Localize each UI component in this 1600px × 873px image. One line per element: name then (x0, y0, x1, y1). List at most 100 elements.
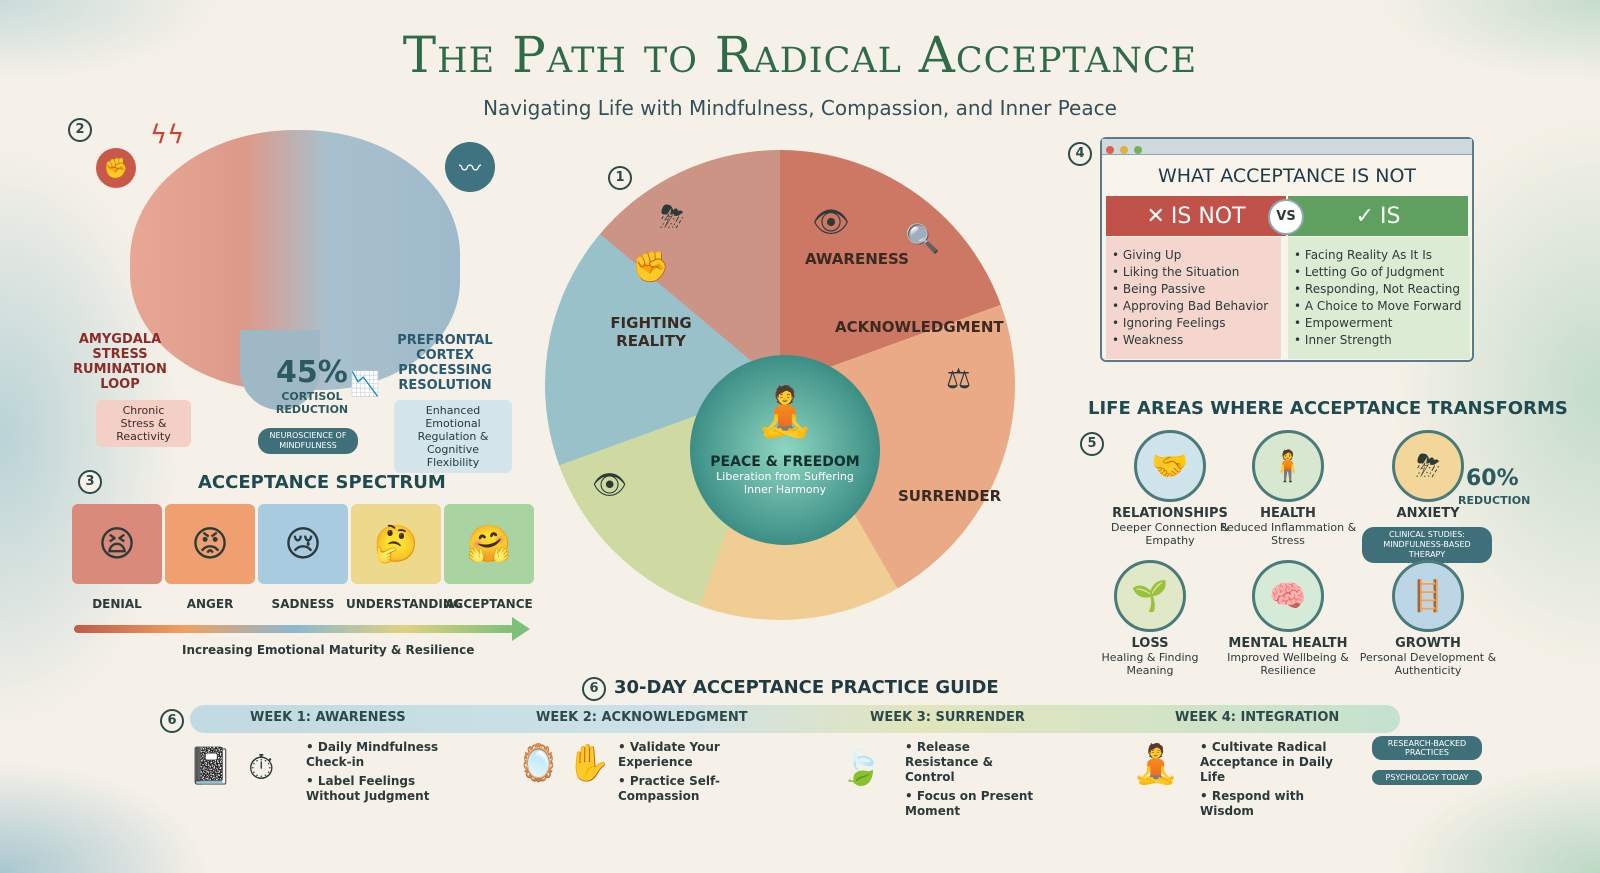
stage-acknowledgment: ACKNOWLEDGMENT (835, 318, 1004, 336)
amygdala-label: AMYGDALA STRESS RUMINATION LOOP (73, 332, 167, 392)
area-title: ANXIETY (1396, 506, 1460, 521)
section-number: 2 (68, 118, 92, 142)
research-backed-badge: RESEARCH-BACKED PRACTICES (1372, 736, 1482, 760)
list-item: Focus on Present Moment (905, 789, 1045, 819)
week-2-title: WEEK 2: ACKNOWLEDGMENT (536, 710, 748, 725)
peace-center: 🧘 PEACE & FREEDOM Liberation from Suffer… (690, 355, 880, 545)
fist-icon: ✊ (632, 250, 670, 285)
eye-icon: 👁 (812, 205, 851, 240)
area-desc: Deeper Connection & Empathy (1110, 521, 1230, 547)
x-icon: ✕ (1146, 203, 1165, 229)
area-title: LOSS (1131, 636, 1169, 651)
vs-badge: VS (1268, 199, 1304, 235)
is-not-list: Giving Up Liking the Situation Being Pas… (1106, 237, 1281, 359)
storm-person-icon: ⛈ (1392, 430, 1464, 502)
is-header: ✓IS (1288, 196, 1468, 236)
section-number: 6 (160, 709, 184, 733)
decline-chart-icon: 📉 (350, 370, 380, 398)
area-title: HEALTH (1260, 506, 1316, 521)
mirror-icon: 🪞 (516, 743, 561, 784)
eye-icon: 👁 (592, 468, 628, 501)
comparison-window: WHAT ACCEPTANCE IS NOT ✕IS NOT ✓IS VS Gi… (1100, 137, 1474, 362)
person-icon: 🧍 (1252, 430, 1324, 502)
stress-fist-icon: ✊ (96, 148, 136, 188)
list-item: Facing Reality As It Is (1294, 247, 1464, 264)
spectrum-anger-icon: 😡 (165, 504, 255, 584)
spectrum-label: ANGER (186, 597, 234, 611)
arrow-head-icon (512, 617, 530, 641)
sprout-icon: 🌱 (1114, 560, 1186, 632)
maturity-gradient-bar (74, 625, 514, 633)
prefrontal-label: PREFRONTAL CORTEX PROCESSING RESOLUTION (397, 333, 493, 393)
list-item: Empowerment (1294, 315, 1464, 332)
guide-title: 30-DAY ACCEPTANCE PRACTICE GUIDE (614, 677, 999, 698)
area-desc: Personal Development & Authenticity (1359, 651, 1497, 677)
brain-leaf-icon: 🧠 (1252, 560, 1324, 632)
spectrum-acceptance-icon: 🤗 (444, 504, 534, 584)
anxiety-stat-label: REDUCTION (1458, 494, 1531, 507)
list-item: Giving Up (1112, 247, 1275, 264)
stopwatch-icon: ⏱ (248, 748, 275, 788)
week-4-list: Cultivate Radical Acceptance in Daily Li… (1200, 740, 1360, 823)
magnifier-icon: 🔍 (905, 222, 940, 255)
meditation-icon: 🧘 (1132, 742, 1180, 786)
center-subtitle: Inner Harmony (743, 483, 827, 496)
window-titlebar (1102, 139, 1472, 155)
neuroscience-badge: NEUROSCIENCE OF MINDFULNESS (258, 428, 358, 454)
list-item: Release Resistance & Control (905, 740, 1045, 785)
spectrum-sadness-icon: 😢 (258, 504, 348, 584)
spectrum-label: ACCEPTANCE (445, 597, 533, 611)
page-subtitle: Navigating Life with Mindfulness, Compas… (483, 96, 1117, 120)
week-2-list: Validate Your ExperiencePractice Self-Co… (618, 740, 748, 808)
cortisol-stat: 45% (276, 355, 348, 390)
scales-icon: ⚖ (946, 362, 972, 395)
spectrum-label: SADNESS (271, 597, 335, 611)
spectrum-label: UNDERSTANDING (346, 597, 463, 611)
area-title: GROWTH (1395, 636, 1461, 651)
area-title: MENTAL HEALTH (1228, 636, 1348, 651)
week-3-list: Release Resistance & ControlFocus on Pre… (905, 740, 1045, 823)
list-item: A Choice to Move Forward (1294, 298, 1464, 315)
list-item: Being Passive (1112, 281, 1275, 298)
life-areas-title: LIFE AREAS WHERE ACCEPTANCE TRANSFORMS (1088, 398, 1568, 419)
hand-icon: ✋ (566, 743, 611, 784)
list-item: Cultivate Radical Acceptance in Daily Li… (1200, 740, 1360, 785)
notebook-icon: 📓 (188, 746, 233, 787)
spectrum-denial-icon: 😫 (72, 504, 162, 584)
section-number: 3 (78, 470, 102, 494)
ladder-star-icon: 🪜 (1392, 560, 1464, 632)
week-1-list: Daily Mindfulness Check-inLabel Feelings… (306, 740, 446, 808)
releasing-leaf-icon: 🍃 (840, 748, 883, 788)
section-number: 4 (1068, 142, 1092, 166)
area-title: RELATIONSHIPS (1112, 506, 1228, 521)
meditation-icon: 🧘 (755, 384, 815, 440)
spectrum-understanding-icon: 🤔 (351, 504, 441, 584)
stage-fighting-reality: FIGHTING REALITY (610, 314, 692, 350)
is-not-header: ✕IS NOT (1106, 196, 1286, 236)
center-title: PEACE & FREEDOM (710, 454, 860, 470)
list-item: Ignoring Feelings (1112, 315, 1275, 332)
area-desc: Improved Wellbeing & Resilience (1227, 651, 1349, 677)
list-item: Liking the Situation (1112, 264, 1275, 281)
spectrum-bar-label: Increasing Emotional Maturity & Resilien… (182, 643, 475, 657)
center-subtitle: Liberation from Suffering (716, 470, 854, 483)
spectrum-label: DENIAL (92, 597, 142, 611)
is-label: IS (1379, 203, 1401, 229)
area-desc: Reduced Inflammation & Stress (1219, 521, 1357, 547)
cortisol-label: CORTISOL REDUCTION (275, 390, 349, 416)
storm-cloud-icon: ⛈ (660, 200, 684, 235)
week-1-title: WEEK 1: AWARENESS (250, 710, 406, 725)
amygdala-callout: Chronic Stress & Reactivity (96, 400, 191, 447)
list-item: Letting Go of Judgment (1294, 264, 1464, 281)
page-title: The Path to Radical Acceptance (402, 26, 1198, 84)
list-item: Validate Your Experience (618, 740, 748, 770)
list-item: Label Feelings Without Judgment (306, 774, 446, 804)
lightning-icon: ϟϟ (150, 120, 185, 150)
list-item: Respond with Wisdom (1200, 789, 1360, 819)
prefrontal-callout: Enhanced Emotional Regulation & Cognitiv… (394, 400, 512, 473)
